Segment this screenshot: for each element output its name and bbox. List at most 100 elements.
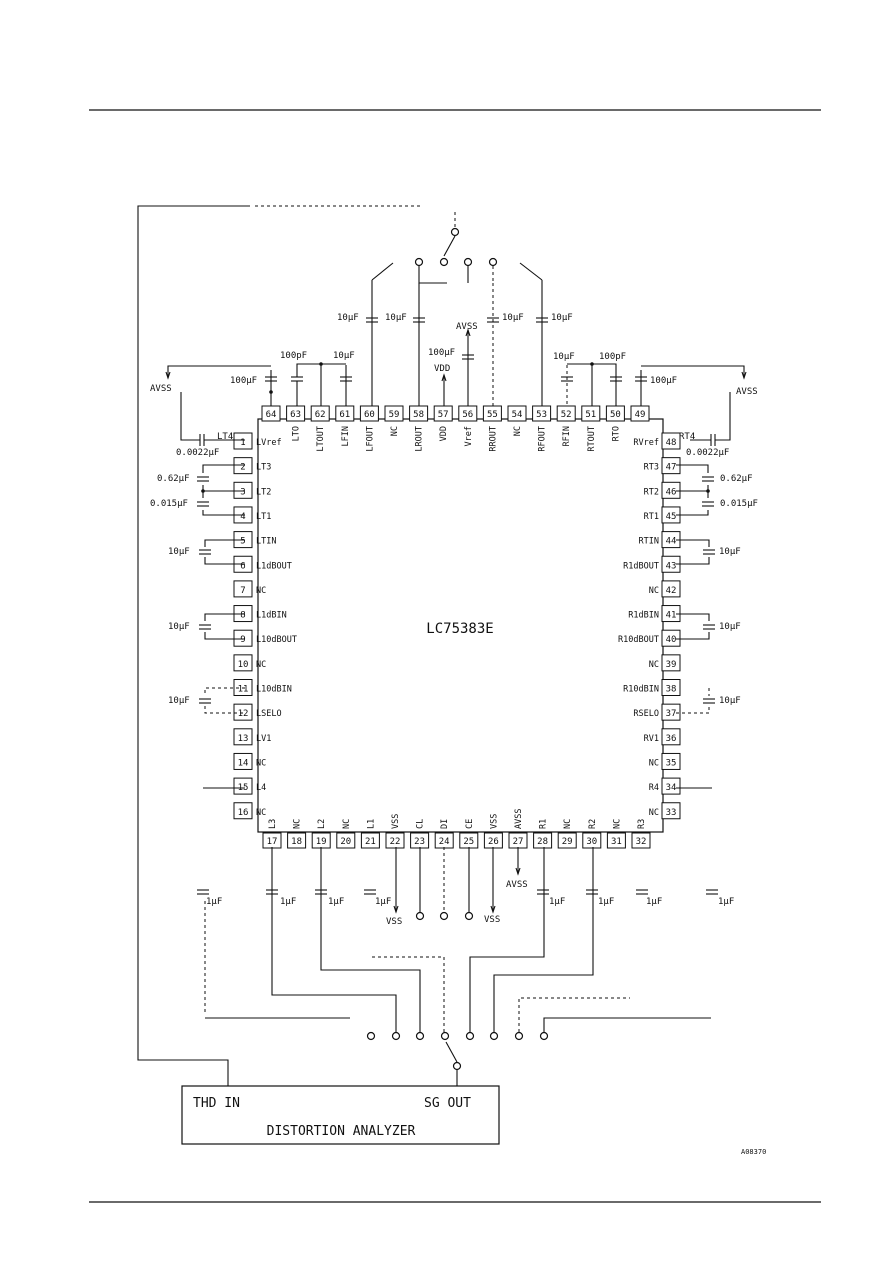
pin-number: 57 [438,410,449,420]
pin-box [360,832,380,849]
cap-1uf-6: 1μF [598,897,614,907]
pin-name: CL [416,819,426,829]
pin-name: LT3 [256,463,271,473]
chip-part-number: LC75383E [426,621,493,637]
pin-number: 56 [462,410,473,420]
pin-box [661,654,681,672]
pin-box [233,703,253,721]
pin-name: LROUT [415,426,425,452]
pin-number: 51 [585,410,596,420]
pin-number: 10 [238,660,249,670]
pin-box [630,405,650,422]
pin-name: R10dBOUT [618,635,659,645]
pin-number: 20 [340,837,351,847]
pin-number: 9 [240,635,245,645]
pin-box [384,405,404,422]
top-wiring [165,280,747,406]
pin-name: NC [256,808,266,818]
pin-number: 21 [365,837,376,847]
pin-right-5: 43 R1dBOUT [623,555,681,573]
cap-10uf-r41: 10μF [719,622,741,632]
pin-box [661,432,681,450]
pin-name: VDD [439,426,449,441]
chip-body [257,418,664,833]
pin-number: 46 [666,487,677,497]
cap-10uf-l5: 10μF [168,547,190,557]
pin-name: Vref [464,426,474,446]
pin-number: 43 [666,561,677,571]
pin-number: 7 [240,586,245,596]
cap-0022-right: 0.0022μF [686,448,729,458]
pin-number: 35 [666,758,677,768]
pin-box [286,405,306,422]
pin-box [335,405,355,422]
pin-number: 52 [561,410,572,420]
pin-box [661,777,681,795]
pin-name: L1 [366,819,376,829]
pin-name: AVSS [514,809,524,829]
pins-bottom: 17L318NC19L220NC21L122VSS23CL24DI25CE26V… [262,809,651,849]
cap-1uf-1: 1μF [206,897,222,907]
pin-box [287,832,307,849]
pin-number: 59 [389,410,400,420]
pin-box [233,580,253,598]
pin-number: 64 [266,410,277,420]
pin-name: RT3 [644,463,659,473]
pin-name: R10dBIN [623,685,659,695]
pin-name: LV1 [256,734,271,744]
analyzer-title: DISTORTION ANALYZER [267,1124,416,1139]
figure-id: A08370 [741,1148,766,1156]
pin-name: RTIN [639,537,659,547]
pin-number: 60 [364,410,375,420]
pin-name: NC [563,819,573,829]
cap-10uf-l8: 10μF [168,622,190,632]
pin-number: 11 [238,685,249,695]
pin-number: 32 [636,837,647,847]
pin-number: 62 [315,410,326,420]
pin-number: 1 [240,438,245,448]
pin-box [661,728,681,746]
pin-number: 61 [339,410,350,420]
pin-box [533,832,553,849]
pin-number: 47 [666,463,677,473]
pin-box [233,629,253,647]
lt4-label: LT4 [217,432,233,442]
pin-number: 17 [267,837,278,847]
pin-number: 58 [413,410,424,420]
pin-box [310,405,330,422]
cap-1uf-8: 1μF [718,897,734,907]
rt4-label: RT4 [679,432,695,442]
pin-name: RV1 [644,734,659,744]
pin-name: L3 [268,819,278,829]
pin-name: RTO [611,426,621,441]
pin-right-12: 36 RV1 [644,728,681,746]
pin-name: R3 [637,819,647,829]
cap-062-left: 0.62μF [157,474,190,484]
pin-number: 36 [666,734,677,744]
pin-number: 48 [666,438,677,448]
cap-1uf-7: 1μF [646,897,662,907]
cap-1uf-4: 1μF [375,897,391,907]
pin-box [336,832,356,849]
pin-top-0: 64 [261,405,281,422]
pin-number: 22 [390,837,401,847]
pin-name: VSS [391,814,401,829]
pin-name: R1dBOUT [623,561,659,571]
pin-name: LFIN [341,426,351,446]
